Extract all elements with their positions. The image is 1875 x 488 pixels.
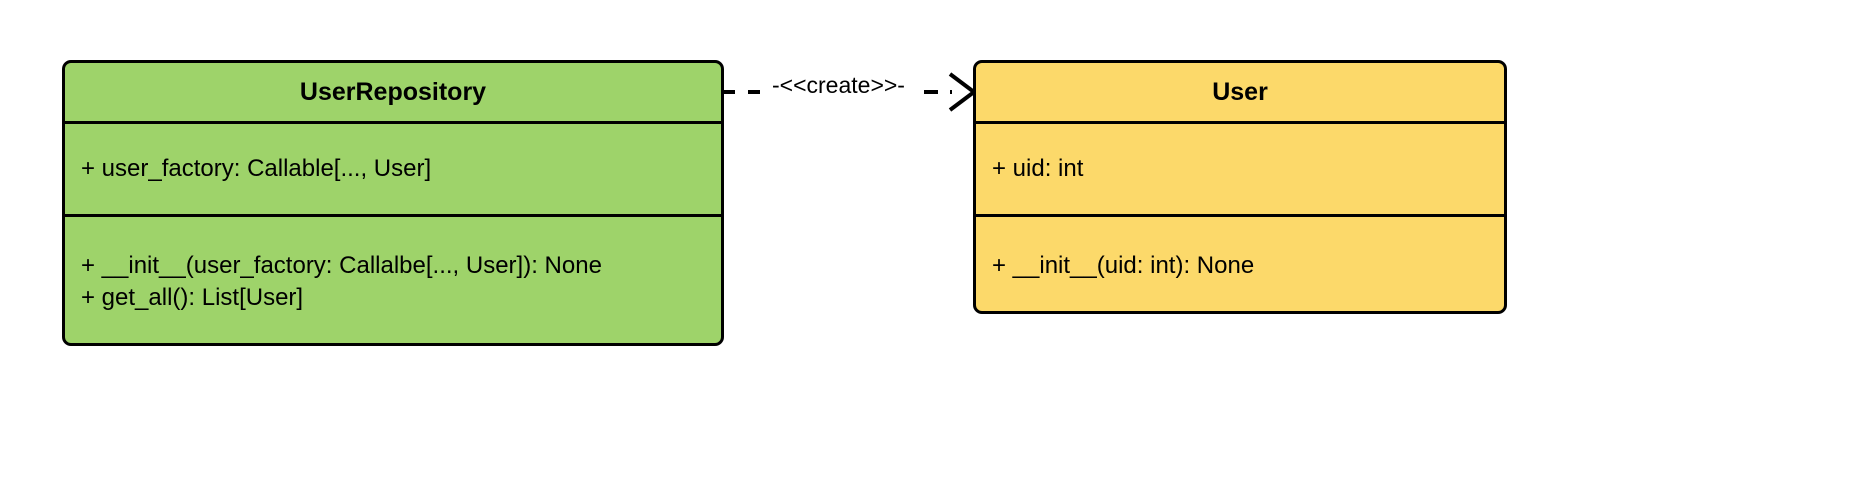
attribute-row: + user_factory: Callable[..., User] [81, 155, 432, 183]
stereotype-label-create: -<<create>>- [772, 72, 905, 98]
method-row: + __init__(uid: int): None [992, 251, 1255, 279]
methods-compartment-userrepository: + __init__(user_factory: Callalbe[..., U… [65, 217, 721, 343]
attribute-row: + uid: int [992, 155, 1084, 183]
class-name-user: User [1212, 77, 1268, 106]
attributes-compartment-user: + uid: int [976, 124, 1504, 214]
compartment-divider [65, 121, 721, 124]
uml-class-user[interactable]: User + uid: int + __init__(uid: int): No… [973, 60, 1507, 314]
compartment-divider [976, 214, 1504, 217]
attributes-compartment-userrepository: + user_factory: Callable[..., User] [65, 124, 721, 214]
compartment-divider [976, 121, 1504, 124]
create-dependency-connector[interactable]: -<<create>>- [722, 70, 978, 116]
methods-compartment-user: + __init__(uid: int): None [976, 217, 1504, 311]
method-row: + get_all(): List[User] [81, 283, 304, 311]
method-row: + __init__(user_factory: Callalbe[..., U… [81, 251, 602, 279]
uml-class-userrepository[interactable]: UserRepository + user_factory: Callable[… [62, 60, 724, 346]
class-name-userrepository: UserRepository [299, 77, 487, 106]
compartment-divider [65, 214, 721, 217]
